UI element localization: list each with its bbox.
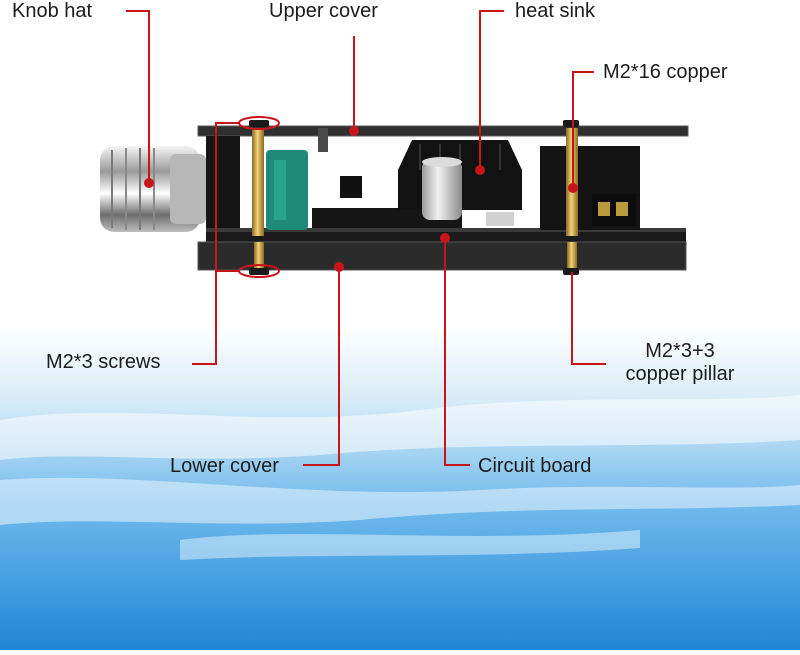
- label-m2-3-3-copper-pillar: M2*3+3 copper pillar: [610, 340, 750, 386]
- label-knob-hat: Knob hat: [12, 0, 93, 22]
- screw-head-lower-right: [563, 268, 579, 275]
- label-m2-16-copper: M2*16 copper: [603, 61, 728, 83]
- label-upper-cover: Upper cover: [269, 0, 378, 22]
- label-m2-3-3-line1: M2*3+3: [645, 340, 715, 362]
- m2-3-3-pillar-right: [567, 242, 577, 268]
- spacer-post: [318, 128, 328, 152]
- label-circuit-board: Circuit board: [478, 455, 592, 477]
- clouds: [0, 395, 800, 560]
- upper-cover-panel: [197, 125, 689, 137]
- screw-head-lower: [249, 268, 269, 275]
- lower-cover-panel: [197, 241, 687, 271]
- label-m2-3-3-line2: copper pillar: [625, 363, 735, 385]
- circuit-board-part: [206, 136, 686, 242]
- label-m2-3-screws: M2*3 screws: [46, 351, 161, 373]
- knob-hat-part: [100, 146, 206, 232]
- m2-3-3-pillar-left: [254, 242, 264, 268]
- label-lower-cover: Lower cover: [170, 455, 279, 477]
- label-heat-sink: heat sink: [515, 0, 596, 22]
- screw-head-upper-right: [563, 120, 579, 127]
- leader-dots: [144, 126, 578, 272]
- leader-lines: [126, 10, 606, 466]
- screw-head-upper: [249, 120, 269, 127]
- m2-16-copper-pillar-left: [252, 128, 264, 236]
